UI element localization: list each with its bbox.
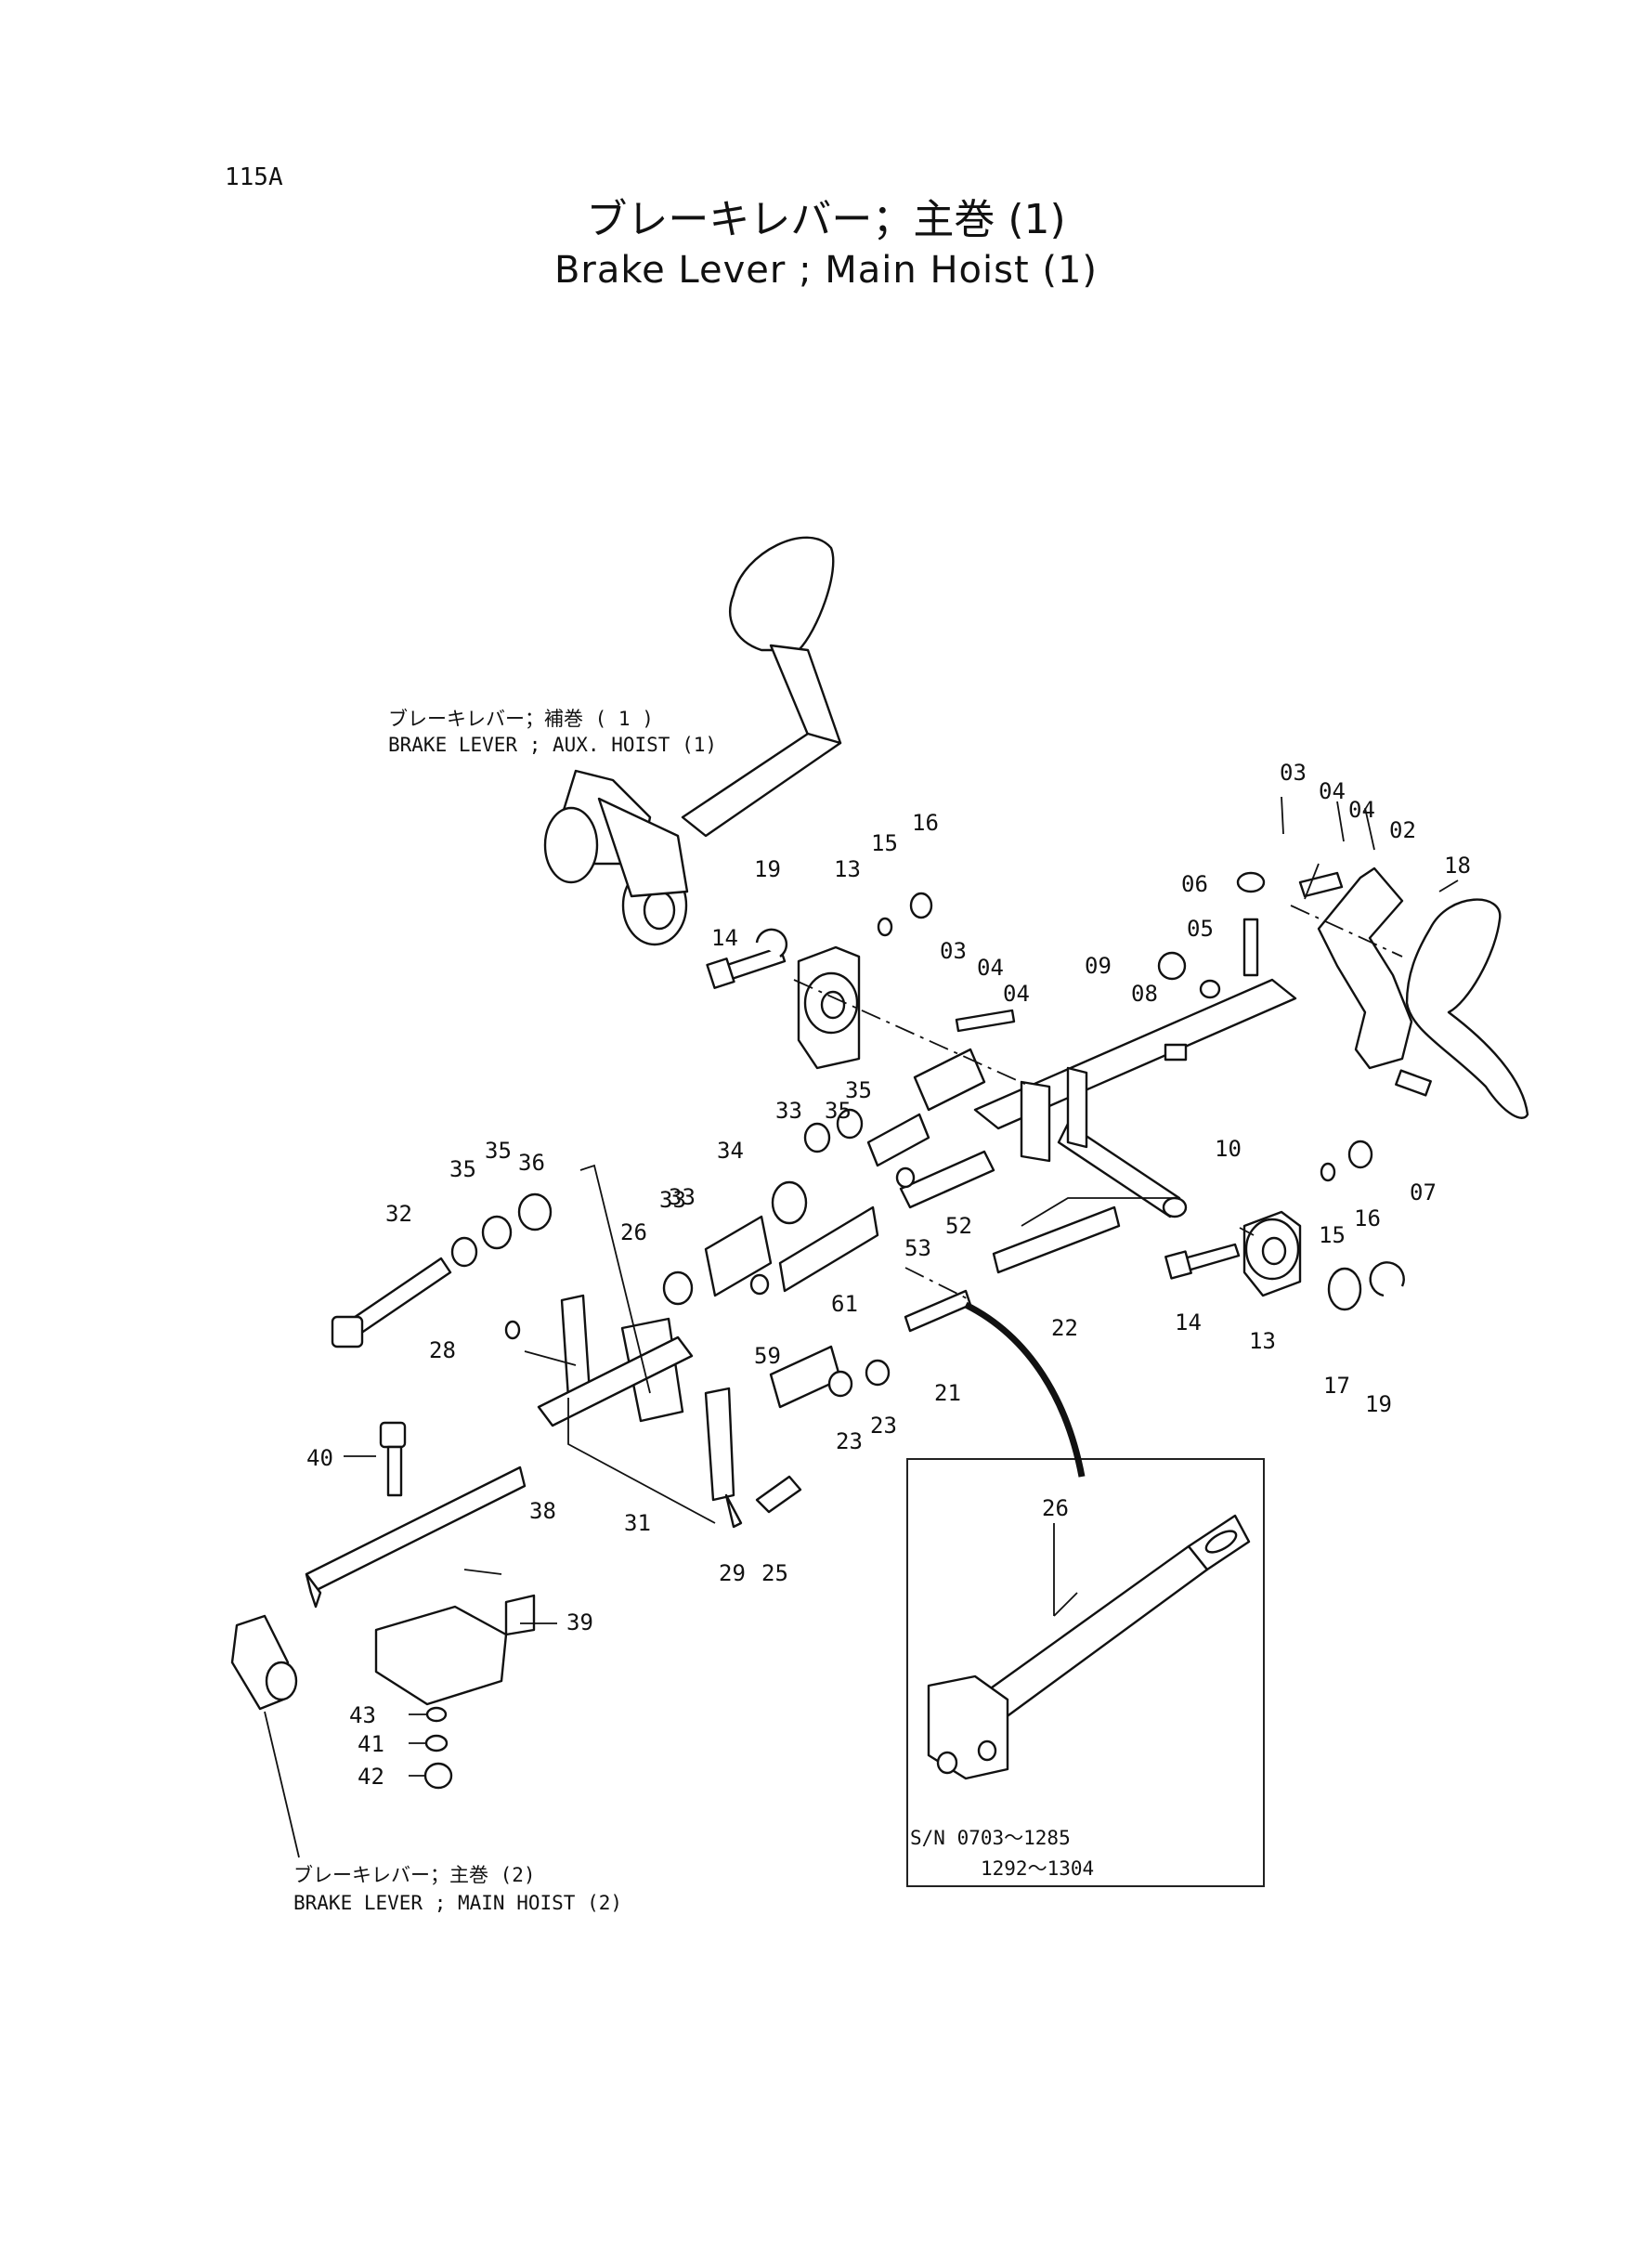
part-label: 05 bbox=[1187, 916, 1214, 942]
part-label: 15 bbox=[1319, 1222, 1346, 1248]
note-aux-hoist-japanese: ブレーキレバー；補巻 ( 1 ) bbox=[388, 708, 654, 730]
part-label: 14 bbox=[711, 925, 738, 951]
part-label: 33 bbox=[775, 1098, 802, 1124]
part-label: 19 bbox=[754, 856, 781, 882]
bolt-14-lower bbox=[1182, 1243, 1241, 1272]
part-label: 08 bbox=[1131, 981, 1158, 1007]
part-label: 35 bbox=[449, 1156, 476, 1182]
brake-pedal bbox=[1405, 898, 1529, 1119]
small-hardware bbox=[755, 871, 1432, 1311]
title-japanese: ブレーキレバー；主巻 (1) bbox=[586, 196, 1066, 243]
part-label: 26 bbox=[1042, 1495, 1069, 1521]
part-label: 09 bbox=[1085, 953, 1112, 979]
lever-plate bbox=[1317, 866, 1413, 1070]
part-label: 23 bbox=[836, 1428, 863, 1454]
inset-bracket-drawing bbox=[927, 1514, 1251, 1780]
note-main-hoist2-japanese: ブレーキレバー；主巻 (2) bbox=[293, 1864, 536, 1886]
part-label: 35 bbox=[845, 1077, 872, 1103]
part-label: 07 bbox=[1410, 1179, 1437, 1205]
part-label: 13 bbox=[1249, 1328, 1276, 1354]
inset-serial-line2: 1292～1304 bbox=[981, 1857, 1095, 1880]
part-label: 53 bbox=[904, 1235, 931, 1261]
part-label: 10 bbox=[1215, 1136, 1242, 1162]
part-number-labels: 03 04 04 02 18 06 05 09 08 16 15 13 19 1… bbox=[306, 760, 1471, 1790]
bearing-bracket-upper bbox=[797, 945, 861, 1070]
part-label: 18 bbox=[1444, 853, 1471, 879]
part-label: 03 bbox=[940, 938, 967, 964]
part-label: 25 bbox=[761, 1560, 788, 1586]
part-label: 17 bbox=[1323, 1373, 1350, 1399]
part-label: 02 bbox=[1389, 817, 1416, 843]
part-label: 06 bbox=[1181, 871, 1208, 897]
inset-detail-box bbox=[906, 1458, 1265, 1887]
part-label: 15 bbox=[871, 830, 898, 856]
page-number: 115A bbox=[225, 163, 283, 191]
part-label: 42 bbox=[358, 1764, 384, 1790]
note-main-hoist2-english: BRAKE LEVER ; MAIN HOIST (2) bbox=[293, 1892, 623, 1914]
part-label: 31 bbox=[624, 1510, 651, 1536]
part-label: 61 bbox=[831, 1291, 858, 1317]
note-aux-hoist-english: BRAKE LEVER ; AUX. HOIST (1) bbox=[388, 734, 718, 756]
part-label: 33 bbox=[669, 1184, 696, 1210]
part-label: 36 bbox=[518, 1150, 545, 1176]
part-label: 13 bbox=[834, 856, 861, 882]
bearing-bracket-lower bbox=[1242, 1210, 1302, 1297]
spring-rod-assembly bbox=[331, 1048, 1121, 1409]
part-label: 59 bbox=[754, 1343, 781, 1369]
part-label: 21 bbox=[934, 1380, 961, 1406]
part-label: 40 bbox=[306, 1445, 333, 1471]
part-label: 14 bbox=[1175, 1309, 1202, 1335]
part-label: 22 bbox=[1051, 1315, 1078, 1341]
part-label: 41 bbox=[358, 1731, 384, 1757]
part-label: 52 bbox=[945, 1213, 972, 1239]
part-label: 23 bbox=[870, 1413, 897, 1439]
part-label: 29 bbox=[719, 1560, 746, 1586]
part-label: 32 bbox=[385, 1201, 412, 1227]
part-label: 04 bbox=[1003, 981, 1030, 1007]
part-label: 16 bbox=[1354, 1205, 1381, 1231]
part-label: 19 bbox=[1365, 1391, 1392, 1417]
part-label: 03 bbox=[1280, 760, 1307, 786]
inset-serial-line1: S/N 0703～1285 bbox=[910, 1827, 1071, 1849]
part-label: 04 bbox=[977, 955, 1004, 981]
part-label: 39 bbox=[566, 1609, 593, 1635]
part-label: 04 bbox=[1319, 778, 1346, 804]
part-label: 04 bbox=[1348, 797, 1375, 823]
inset-callout-arrow bbox=[964, 1301, 1086, 1478]
main-lever-shaft-assembly bbox=[973, 978, 1297, 1218]
part-label: 28 bbox=[429, 1337, 456, 1363]
part-label: 35 bbox=[485, 1138, 512, 1164]
linkage-plates bbox=[305, 1294, 802, 1790]
part-label: 38 bbox=[529, 1498, 556, 1524]
title-english: Brake Lever ; Main Hoist (1) bbox=[553, 249, 1099, 292]
part-label: 33 bbox=[659, 1187, 686, 1213]
part-label: 26 bbox=[620, 1219, 647, 1245]
part-label: 34 bbox=[717, 1138, 744, 1164]
aux-hoist-lever-assembly bbox=[543, 536, 842, 946]
part-label: 35 bbox=[825, 1098, 852, 1124]
part-label: 43 bbox=[349, 1702, 376, 1728]
part-label: 16 bbox=[912, 810, 939, 836]
leader-lines bbox=[264, 796, 1459, 1858]
